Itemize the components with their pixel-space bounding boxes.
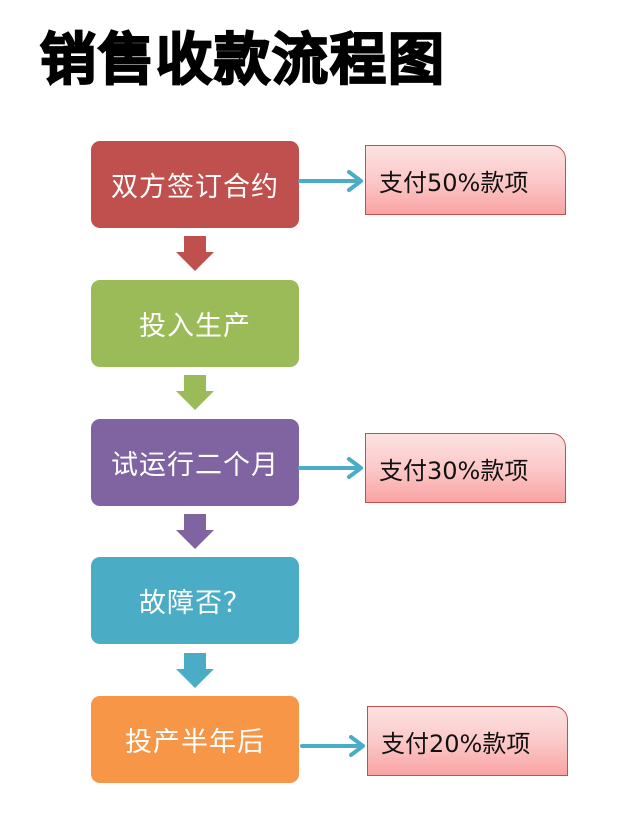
step-label: 双方签订合约 [111,172,279,203]
payment-box-50: 支付50%款项 [365,145,566,215]
step-label: 投产半年后 [125,727,265,758]
down-arrow-icon [176,236,214,271]
down-arrow-icon [176,375,214,410]
step-start-production: 投入生产 [91,280,299,367]
payment-label: 支付30%款项 [379,456,529,485]
step-fault-check: 故障否？ [91,557,299,644]
step-trial-run: 试运行二个月 [91,419,299,506]
down-arrow-icon [176,514,214,549]
step-label: 试运行二个月 [111,450,279,481]
payment-box-20: 支付20%款项 [367,706,568,776]
step-label: 故障否？ [139,588,251,619]
right-arrow-icon [298,457,363,479]
right-arrow-icon [300,735,365,757]
step-sign-contract: 双方签订合约 [91,141,299,228]
step-half-year-after: 投产半年后 [91,696,299,783]
right-arrow-icon [298,170,363,192]
payment-label: 支付50%款项 [379,168,529,197]
down-arrow-icon [176,653,214,688]
step-label: 投入生产 [139,311,251,342]
diagram-title: 销售收款流程图 [39,27,446,94]
payment-box-30: 支付30%款项 [365,433,566,503]
payment-label: 支付20%款项 [381,729,531,758]
